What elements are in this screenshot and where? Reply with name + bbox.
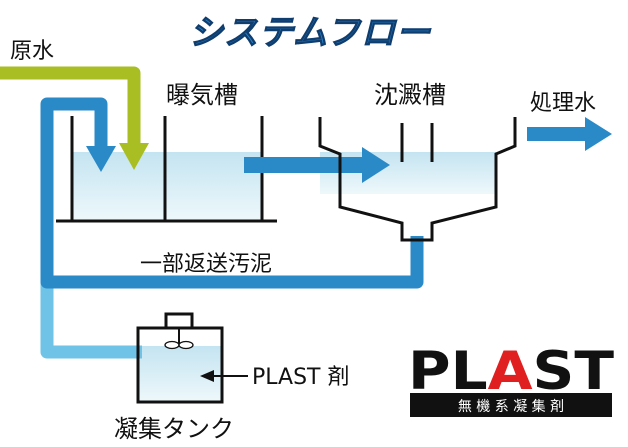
mixer-icon <box>164 340 194 350</box>
outlet-arrow-head <box>585 117 612 151</box>
aeration-tank-label: 曝気槽 <box>166 81 238 109</box>
return-sludge-label: 一部返送汚泥 <box>140 252 272 277</box>
raw-water-arrow-head <box>119 143 149 170</box>
logo-subtitle: 無 機 系 凝 集 剤 <box>458 398 564 415</box>
raw-water-pipe <box>0 66 141 145</box>
reagent-label: PLAST 剤 <box>252 365 349 390</box>
transfer-arrow-head <box>362 147 390 183</box>
return-sludge-pipe <box>40 97 424 289</box>
reagent-arrow-head <box>200 370 214 382</box>
coagulation-tank-label: 凝集タンク <box>114 415 234 443</box>
logo-subtitle-bar <box>410 393 612 417</box>
branch-pipe-to-coagulation-tank <box>40 258 142 359</box>
outlet-pipe <box>527 127 587 141</box>
return-arrow-head <box>86 146 116 172</box>
svg-text:PLAST: PLAST <box>408 341 614 402</box>
coagulation-tank <box>136 312 224 404</box>
sedimentation-tank-label: 沈澱槽 <box>374 81 446 109</box>
treated-water-label: 処理水 <box>530 91 596 116</box>
diagram-title: システムフロー <box>189 13 431 53</box>
raw-water-label: 原水 <box>10 39 54 64</box>
sedimentation-tank <box>318 117 517 242</box>
transfer-pipe <box>244 157 364 173</box>
